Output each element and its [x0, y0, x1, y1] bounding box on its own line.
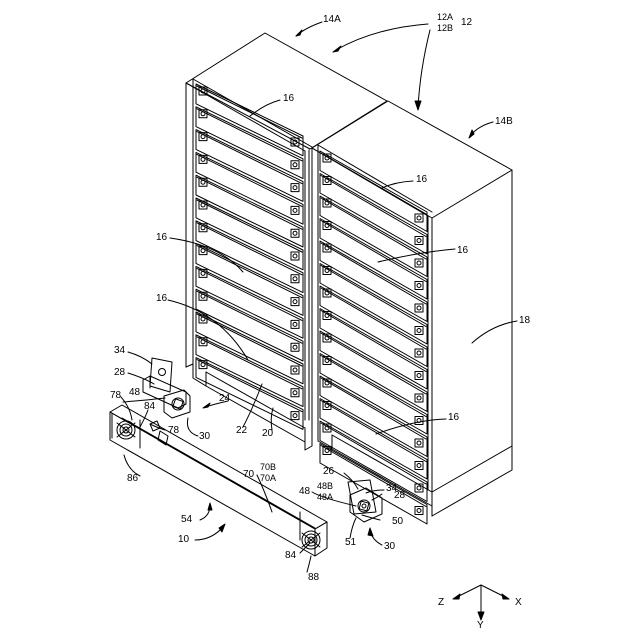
label-30-left: 30 [199, 432, 210, 442]
axis-label-x: X [515, 598, 522, 608]
cabinet-14b-drawer [320, 421, 427, 502]
cabinet-14a-drawer [196, 175, 303, 247]
cabinet-14b-drawer [320, 399, 427, 480]
label-48a: 48A [317, 493, 333, 502]
label-14a: 14A [323, 15, 341, 25]
label-78-right: 78 [168, 426, 179, 436]
cabinet-14a-drawer [196, 358, 303, 430]
label-48b: 48B [317, 482, 333, 491]
label-12b: 12B [437, 24, 453, 33]
label-24: 24 [219, 394, 230, 404]
cabinet-14b-drawer [320, 174, 427, 255]
cabinet-14b-drawer [320, 219, 427, 300]
label-18: 18 [519, 316, 530, 326]
label-70a: 70A [260, 474, 276, 483]
axis-label-y: Y [477, 621, 484, 631]
label-16-top-right: 16 [416, 175, 427, 185]
label-10: 10 [178, 535, 189, 545]
cabinet-14a-drawer [196, 289, 303, 361]
cabinet-14b-drawer [320, 264, 427, 345]
cabinet-14a-drawer [196, 221, 303, 293]
cabinet-14b-drawer [320, 151, 427, 232]
label-14b: 14B [495, 117, 513, 127]
cabinet-14a-drawer [196, 266, 303, 338]
label-12: 12 [461, 18, 472, 28]
label-16-mid-left: 16 [156, 233, 167, 243]
label-48-left: 48 [129, 388, 140, 398]
label-86: 86 [127, 474, 138, 484]
label-84-right: 84 [285, 551, 296, 561]
label-50: 50 [392, 517, 403, 527]
label-70b: 70B [260, 463, 276, 472]
label-51: 51 [345, 538, 356, 548]
label-48-right: 48 [299, 487, 310, 497]
cabinet-14a-drawer [196, 152, 303, 224]
label-22: 22 [236, 426, 247, 436]
label-28-left: 28 [114, 368, 125, 378]
axis-label-z: Z [438, 598, 444, 608]
label-54: 54 [181, 515, 192, 525]
label-16-lower-right: 16 [448, 413, 459, 423]
label-16-lower-left: 16 [156, 294, 167, 304]
axis-triad [453, 585, 509, 620]
label-20: 20 [262, 429, 273, 439]
label-28-right: 28 [394, 491, 405, 501]
cabinet-14a-drawer [196, 244, 303, 316]
label-84-left: 84 [144, 402, 155, 412]
cabinet-14b-drawer [320, 309, 427, 390]
cabinet-14b-drawer [320, 286, 427, 367]
drawers-cabinet-14b [320, 151, 427, 524]
drawers-cabinet-14a [196, 84, 303, 429]
label-34-left: 34 [114, 346, 125, 356]
cabinet-14b-drawer [320, 241, 427, 322]
mounting-bar [110, 405, 327, 556]
label-12a: 12A [437, 13, 453, 22]
cabinet-14a-drawer [196, 335, 303, 407]
label-88: 88 [308, 573, 319, 583]
cabinet-14b-drawer [320, 196, 427, 277]
cabinet-14b-drawer [320, 376, 427, 457]
label-78-left: 78 [110, 391, 121, 401]
cabinet-14b-drawer [320, 331, 427, 412]
cabinet-14a-drawer [196, 198, 303, 270]
label-16-top-left: 16 [283, 94, 294, 104]
cabinet-14a-drawer [196, 312, 303, 384]
cabinet-14b-drawer [320, 354, 427, 435]
cabinet-14a-drawer [196, 107, 303, 179]
label-16-mid-right: 16 [457, 246, 468, 256]
label-30-right: 30 [384, 542, 395, 552]
label-70: 70 [243, 470, 254, 480]
label-26: 26 [323, 467, 334, 477]
